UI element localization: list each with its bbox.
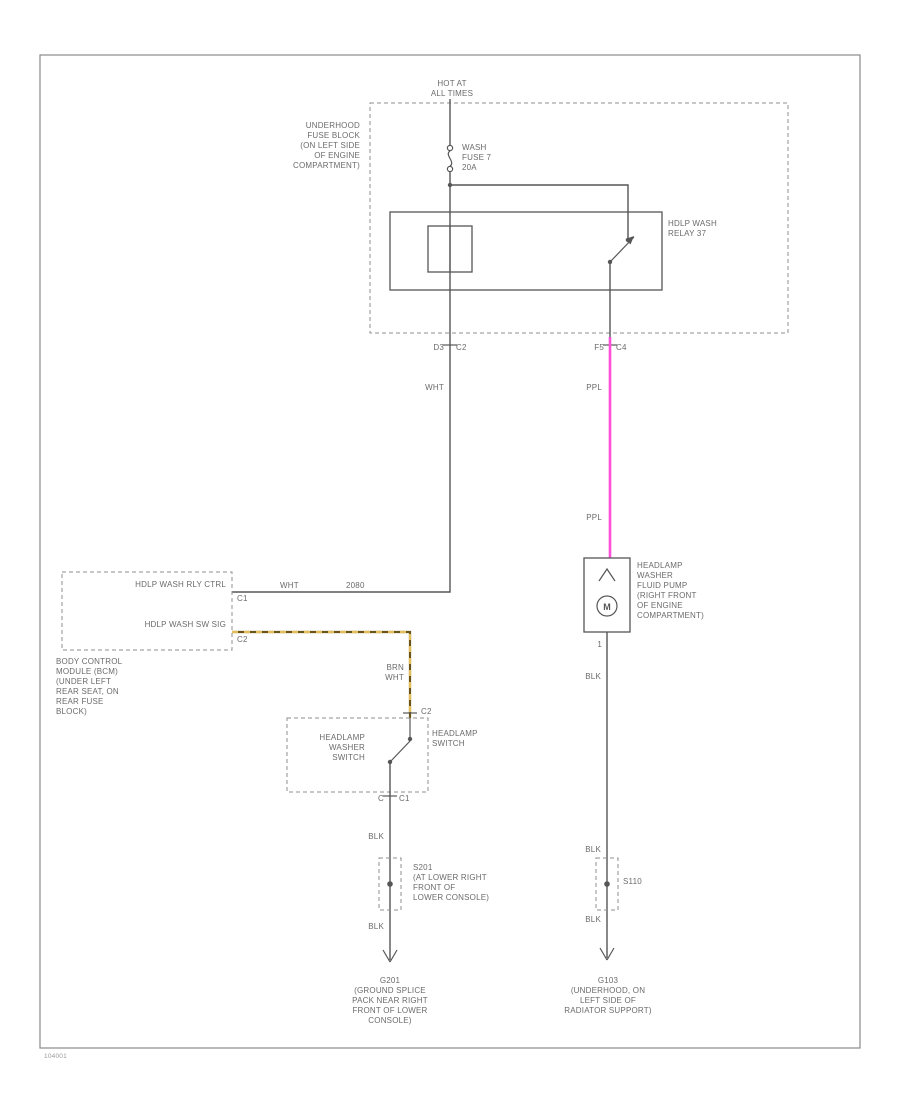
relay-left-connector-label: C2 [456,343,467,352]
switch-connector-in-label: C2 [421,707,432,716]
ground-g201-label: G201 (GROUND SPLICE PACK NEAR RIGHT FRON… [352,976,428,1025]
bcm-terminal-sw-sig-label: HDLP WASH SW SIG [144,620,226,629]
fuse-block-location-label: UNDERHOOD FUSE BLOCK (ON LEFT SIDE OF EN… [293,121,360,170]
washer-pump-symbol: M [583,557,631,633]
switch-pin-out-label: C [378,794,384,803]
bcm-box [61,571,233,651]
fuse-symbol [446,144,454,173]
switch-blade [389,739,412,763]
switch-connector-out-label: C1 [399,794,410,803]
diagram-footer-code: 104001 [44,1053,67,1060]
blk-wire-label-right-3: BLK [585,915,601,924]
page-border [39,54,861,1049]
headlamp-switch-label: HEADLAMP SWITCH [432,729,478,748]
pump-ground-wire [595,632,619,961]
splice-s110-label: S110 [623,877,642,886]
pump-valve-chevron [598,567,616,582]
brn-wht-wire-label: BRN WHT [385,663,404,682]
hot-at-all-times-label: HOT AT ALL TIMES [430,79,474,98]
bcm-terminal-rly-ctrl-label: HDLP WASH RLY CTRL [135,580,226,589]
brn-wht-wire [232,630,412,718]
relay-right-pin-label: F5 [594,343,604,352]
splice-box-left [378,857,402,911]
headlamp-washer-switch-label: HEADLAMP WASHER SWITCH [319,733,365,762]
power-feed-wire [447,99,629,238]
bcm-location-label: BODY CONTROL MODULE (BCM) (UNDER LEFT RE… [56,657,123,716]
switch-ground-wire [378,792,402,963]
blk-wire-label-right-1: BLK [585,672,601,681]
ground-arrow-right [599,947,615,961]
pump-motor-letter: M [603,602,611,612]
ppl-wire-label-upper: PPL [586,383,602,392]
ground-arrow-left [382,949,398,963]
splice-dot-s201 [387,881,393,887]
wash-fuse-label: WASH FUSE 7 20A [462,143,492,172]
relay-left-pin-label: D3 [433,343,444,352]
wht-wire-label-horizontal: WHT [280,581,299,590]
relay-coil-and-control-wire [232,185,473,593]
splice-dot-s110 [604,881,610,887]
washer-pump-label: HEADLAMP WASHER FLUID PUMP (RIGHT FRONT … [637,561,704,620]
bcm-connector-c1-label: C1 [237,594,248,603]
relay-right-connector-label: C4 [616,343,627,352]
hdlp-wash-relay-label: HDLP WASH RELAY 37 [668,219,717,238]
blk-wire-label-left-1: BLK [368,832,384,841]
underhood-fuse-block-box [369,102,789,334]
blk-wire-label-right-2: BLK [585,845,601,854]
splice-s201-label: S201 (AT LOWER RIGHT FRONT OF LOWER CONS… [413,863,490,902]
ppl-wire-label-lower: PPL [586,513,602,522]
relay-box [389,211,663,291]
circuit-number-label: 2080 [346,581,365,590]
blk-wire-label-left-2: BLK [368,922,384,931]
wht-wire-label: WHT [425,383,444,392]
bcm-connector-c2-label: C2 [237,635,248,644]
pump-pin-label: 1 [597,640,602,649]
splice-box-right [595,857,619,911]
pump-motor-circle [596,595,618,617]
ground-g103-label: G103 (UNDERHOOD, ON LEFT SIDE OF RADIATO… [564,976,652,1015]
